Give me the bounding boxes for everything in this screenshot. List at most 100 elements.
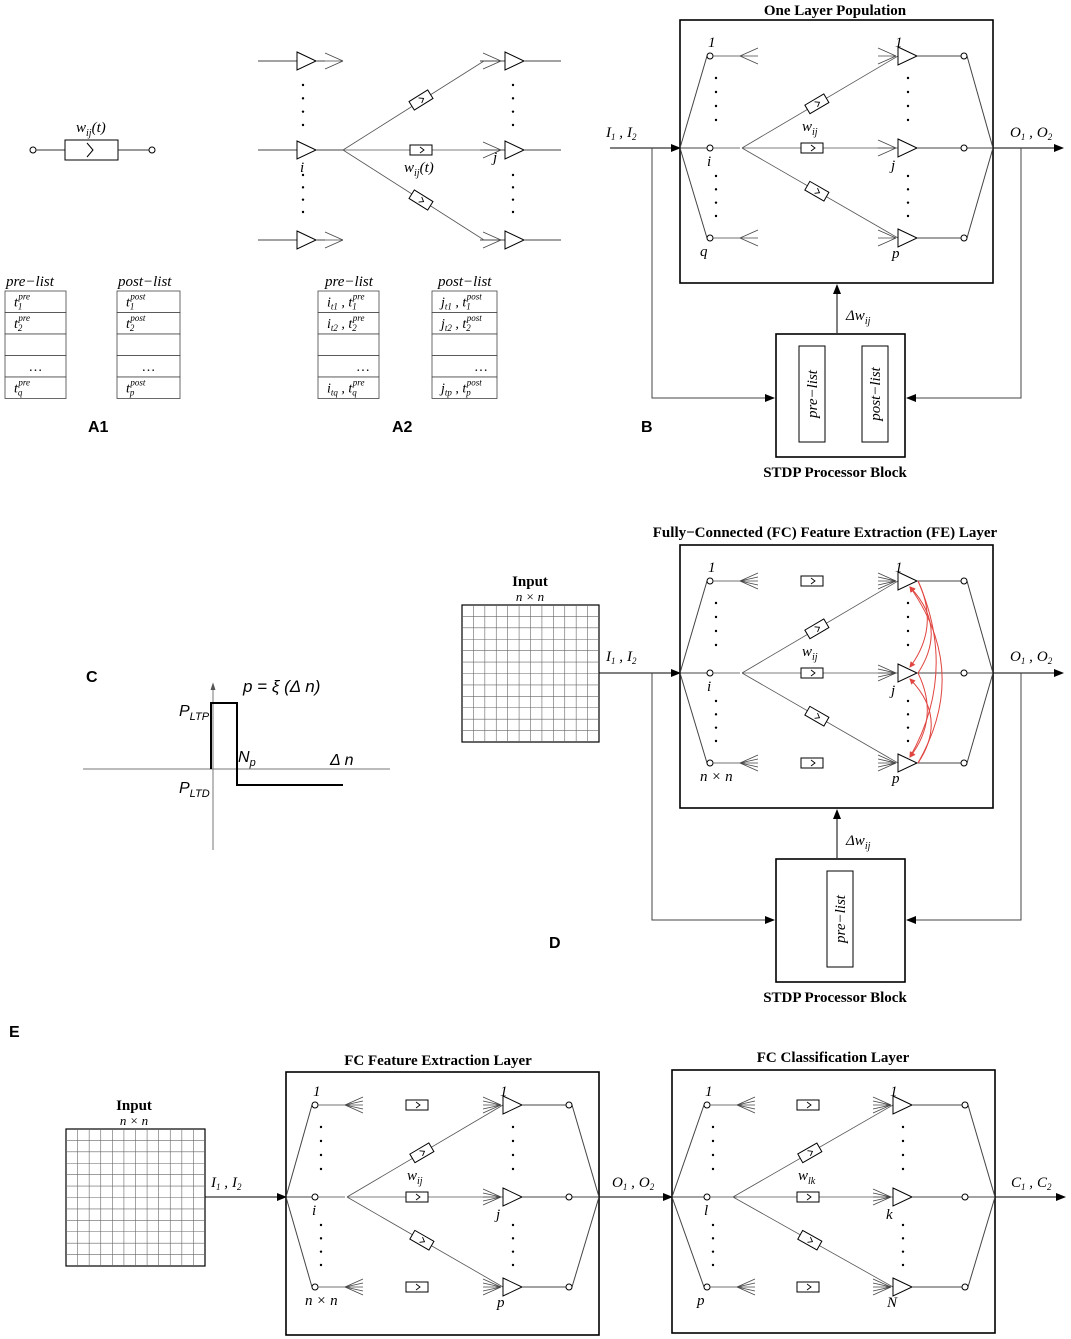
synapse-rect [405, 1281, 429, 1293]
e-cl-post-neuron [892, 1277, 914, 1297]
e-fe-synapse-row-bot [405, 1281, 429, 1293]
e-fe-layer-box [285, 1071, 600, 1336]
d-delta-w-label: Δwij [845, 833, 871, 852]
e-fe-output-terminal [565, 1193, 573, 1201]
dot [711, 1167, 715, 1171]
dendrite-line [739, 237, 759, 247]
e-cl-synapse-row-top [796, 1099, 820, 1111]
synapse-chevron [419, 1150, 426, 1157]
dot [711, 1153, 715, 1157]
synapse-rect [800, 142, 824, 154]
a1.pre_rows-row-text: t2pre [14, 313, 30, 333]
e-fe-post-mid-label: j [494, 1207, 500, 1223]
dendrite-line [482, 1104, 502, 1110]
dendrite-line [482, 1286, 502, 1296]
d-output-label: O1 ,O2 [1010, 649, 1053, 666]
d-output-branch [966, 580, 994, 674]
dendrite-line [877, 672, 897, 678]
e-fe-post-top-label: 1 [500, 1084, 508, 1100]
dot [714, 629, 718, 633]
synapse-rect [796, 1099, 820, 1111]
dot [906, 201, 910, 204]
synapse-chevron [415, 1283, 421, 1291]
dot [301, 110, 305, 113]
synapse-rect [800, 575, 824, 587]
d-pre-top-label: 1 [708, 560, 716, 576]
d-synapse-top [804, 618, 830, 640]
dot [511, 123, 515, 127]
a1.post_rows-row-cell [116, 376, 181, 399]
dendrite-line [344, 1286, 364, 1292]
e-cl-input-branch [671, 1104, 705, 1198]
e-fe-post-fan [482, 1278, 502, 1296]
dot [511, 173, 515, 177]
d-pre-fan-bot [739, 754, 759, 772]
e-cl-synapse-mid [796, 1191, 820, 1203]
dendrite-line [739, 572, 759, 582]
b-post-bot-label: p [891, 246, 900, 262]
a2.pre_rows-row-cell [317, 333, 380, 356]
dendrite-line [877, 229, 897, 239]
synapse-rect [408, 189, 434, 211]
e-cl-pre-mid-label: l [704, 1203, 708, 1219]
dot [301, 173, 305, 177]
synapse-chevron [814, 712, 821, 719]
dot [301, 123, 305, 127]
e-cl-post-dots-upper [901, 1125, 905, 1171]
b-post-fan [877, 47, 897, 65]
e-fe-post-neuron [502, 1277, 524, 1297]
d-weight-label: wij [802, 644, 818, 663]
a1.pre_rows-row-text: tqpre [14, 378, 30, 398]
dendrite-line [872, 1188, 892, 1198]
synapse-rect [804, 180, 830, 202]
b-pre-top-label: 1 [708, 35, 716, 51]
d-post-bot-label: p [891, 771, 900, 787]
a1.pre_rows-row-text: t1pre [14, 292, 30, 312]
b-output-branch [966, 147, 994, 239]
e-cl-post-bot-label: N [886, 1295, 898, 1311]
dendrite-line [482, 1196, 502, 1206]
dot [906, 104, 910, 108]
b-synapse-mid [800, 142, 824, 154]
a2-pre-dots-upper [301, 83, 305, 127]
synapse-chevron [419, 1236, 426, 1243]
d-input-title: Input [512, 574, 548, 590]
e-fe-pre-dots-lower [319, 1223, 323, 1267]
dendrite-line [877, 147, 897, 157]
d-stdp-processor-box [775, 858, 906, 983]
c-np-label: Np [238, 749, 256, 769]
dot [511, 1237, 515, 1240]
dot [906, 615, 910, 619]
dot [714, 76, 718, 80]
b-post-mid-label: j [889, 158, 895, 174]
dot [711, 1223, 715, 1227]
inhibitory-connection [909, 580, 928, 668]
e-cl-pre-fan-bot [736, 1278, 756, 1296]
dendrite-line [872, 1104, 892, 1110]
dot [714, 90, 718, 94]
synapse-rect [409, 1142, 435, 1164]
e-cl-pre-neuron [703, 1283, 711, 1291]
dendrite-line [482, 1100, 502, 1106]
dot [901, 1263, 905, 1267]
dot [906, 118, 910, 122]
d-input-size: n × n [516, 589, 544, 604]
dendrite-line [872, 1278, 892, 1288]
e-cl-post-dots-lower [901, 1223, 905, 1267]
e-input-size: n × n [120, 1113, 148, 1128]
dot [511, 1223, 515, 1227]
dendrite-line [872, 1286, 892, 1292]
dendrite-line [877, 758, 897, 764]
a2-post-neuron [504, 140, 526, 160]
b-post-neuron [897, 138, 919, 158]
e-fe-pre-neuron [311, 1101, 319, 1109]
synapse-chevron [806, 1101, 812, 1109]
dot [901, 1237, 905, 1240]
dot [319, 1153, 323, 1157]
a2-weight-label: wij(t) [404, 160, 434, 179]
a1.pre_rows-row-text: … [30, 360, 42, 375]
d-stdp-block-title: STDP Processor Block [763, 990, 907, 1006]
d-pre-fan-top [739, 572, 759, 590]
